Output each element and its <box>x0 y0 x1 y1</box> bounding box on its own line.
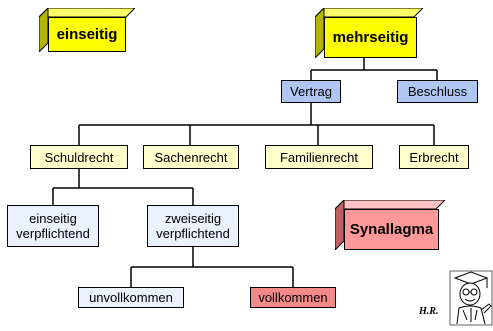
einseitig-verpflichtend-line2: verpflichtend <box>16 226 90 241</box>
beschluss-box: Beschluss <box>397 80 478 103</box>
synallagma-label: Synallagma <box>344 209 439 250</box>
einseitig-block: einseitig <box>39 8 135 52</box>
sachenrecht-box: Sachenrecht <box>143 145 239 169</box>
mehrseitig-label: mehrseitig <box>324 17 417 58</box>
zweiseitig-verpflichtend-box: zweiseitig verpflichtend <box>147 205 239 247</box>
familienrecht-box: Familienrecht <box>265 145 373 169</box>
judge-caricature-icon <box>449 270 493 326</box>
unvollkommen-box: unvollkommen <box>78 287 184 308</box>
erbrecht-box: Erbrecht <box>399 145 469 169</box>
synallagma-block: Synallagma <box>335 200 445 250</box>
einseitig-label: einseitig <box>48 17 126 52</box>
vollkommen-box: vollkommen <box>250 287 336 308</box>
zweiseitig-verpflichtend-line2: verpflichtend <box>156 226 230 241</box>
zweiseitig-verpflichtend-line1: zweiseitig <box>164 211 222 226</box>
author-initials: H.R. <box>419 306 439 317</box>
einseitig-verpflichtend-box: einseitig verpflichtend <box>7 205 99 247</box>
schuldrecht-box: Schuldrecht <box>30 145 128 169</box>
einseitig-verpflichtend-line1: einseitig <box>29 211 77 226</box>
vertrag-box: Vertrag <box>281 80 341 103</box>
mehrseitig-block: mehrseitig <box>315 8 423 58</box>
